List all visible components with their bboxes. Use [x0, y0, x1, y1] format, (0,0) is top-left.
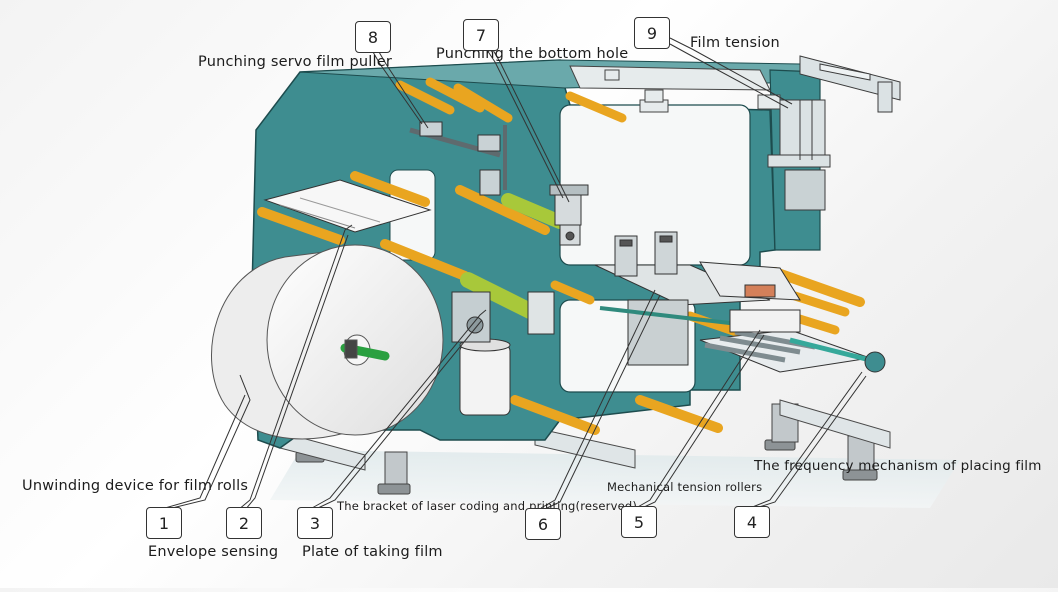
callout-9: 9 [634, 17, 670, 49]
label-plate: Plate of taking film [302, 544, 443, 560]
green-rollers [460, 193, 567, 320]
callout-2: 2 [226, 507, 262, 539]
film-tension-frame [767, 55, 901, 211]
top-plate [569, 65, 781, 113]
base-plate [270, 450, 960, 508]
callout-4: 4 [734, 506, 770, 538]
taking-film-plate [263, 179, 432, 233]
callout-3: 3 [297, 507, 333, 539]
frequency-mechanism [699, 309, 886, 373]
punching-servo-assembly [409, 121, 507, 196]
callout-7: 7 [463, 19, 499, 51]
film-roll [211, 244, 444, 440]
label-punching-servo: Punching servo film puller [198, 54, 392, 70]
label-film-tension: Film tension [690, 35, 780, 51]
label-frequency: The frequency mechanism of placing film [754, 458, 1042, 474]
base-rails [279, 399, 891, 471]
callout-6: 6 [525, 508, 561, 540]
label-mech-tension: Mechanical tension rollers [607, 480, 763, 494]
callout-8: 8 [355, 21, 391, 53]
callout-1: 1 [146, 507, 182, 539]
laser-bracket [594, 231, 801, 366]
label-bracket: The bracket of laser coding and printing… [337, 499, 638, 513]
label-unwinding: Unwinding device for film rolls [22, 478, 249, 494]
callout-5: 5 [621, 506, 657, 538]
leader-lines [157, 37, 867, 511]
label-envelope: Envelope sensing [148, 544, 279, 560]
